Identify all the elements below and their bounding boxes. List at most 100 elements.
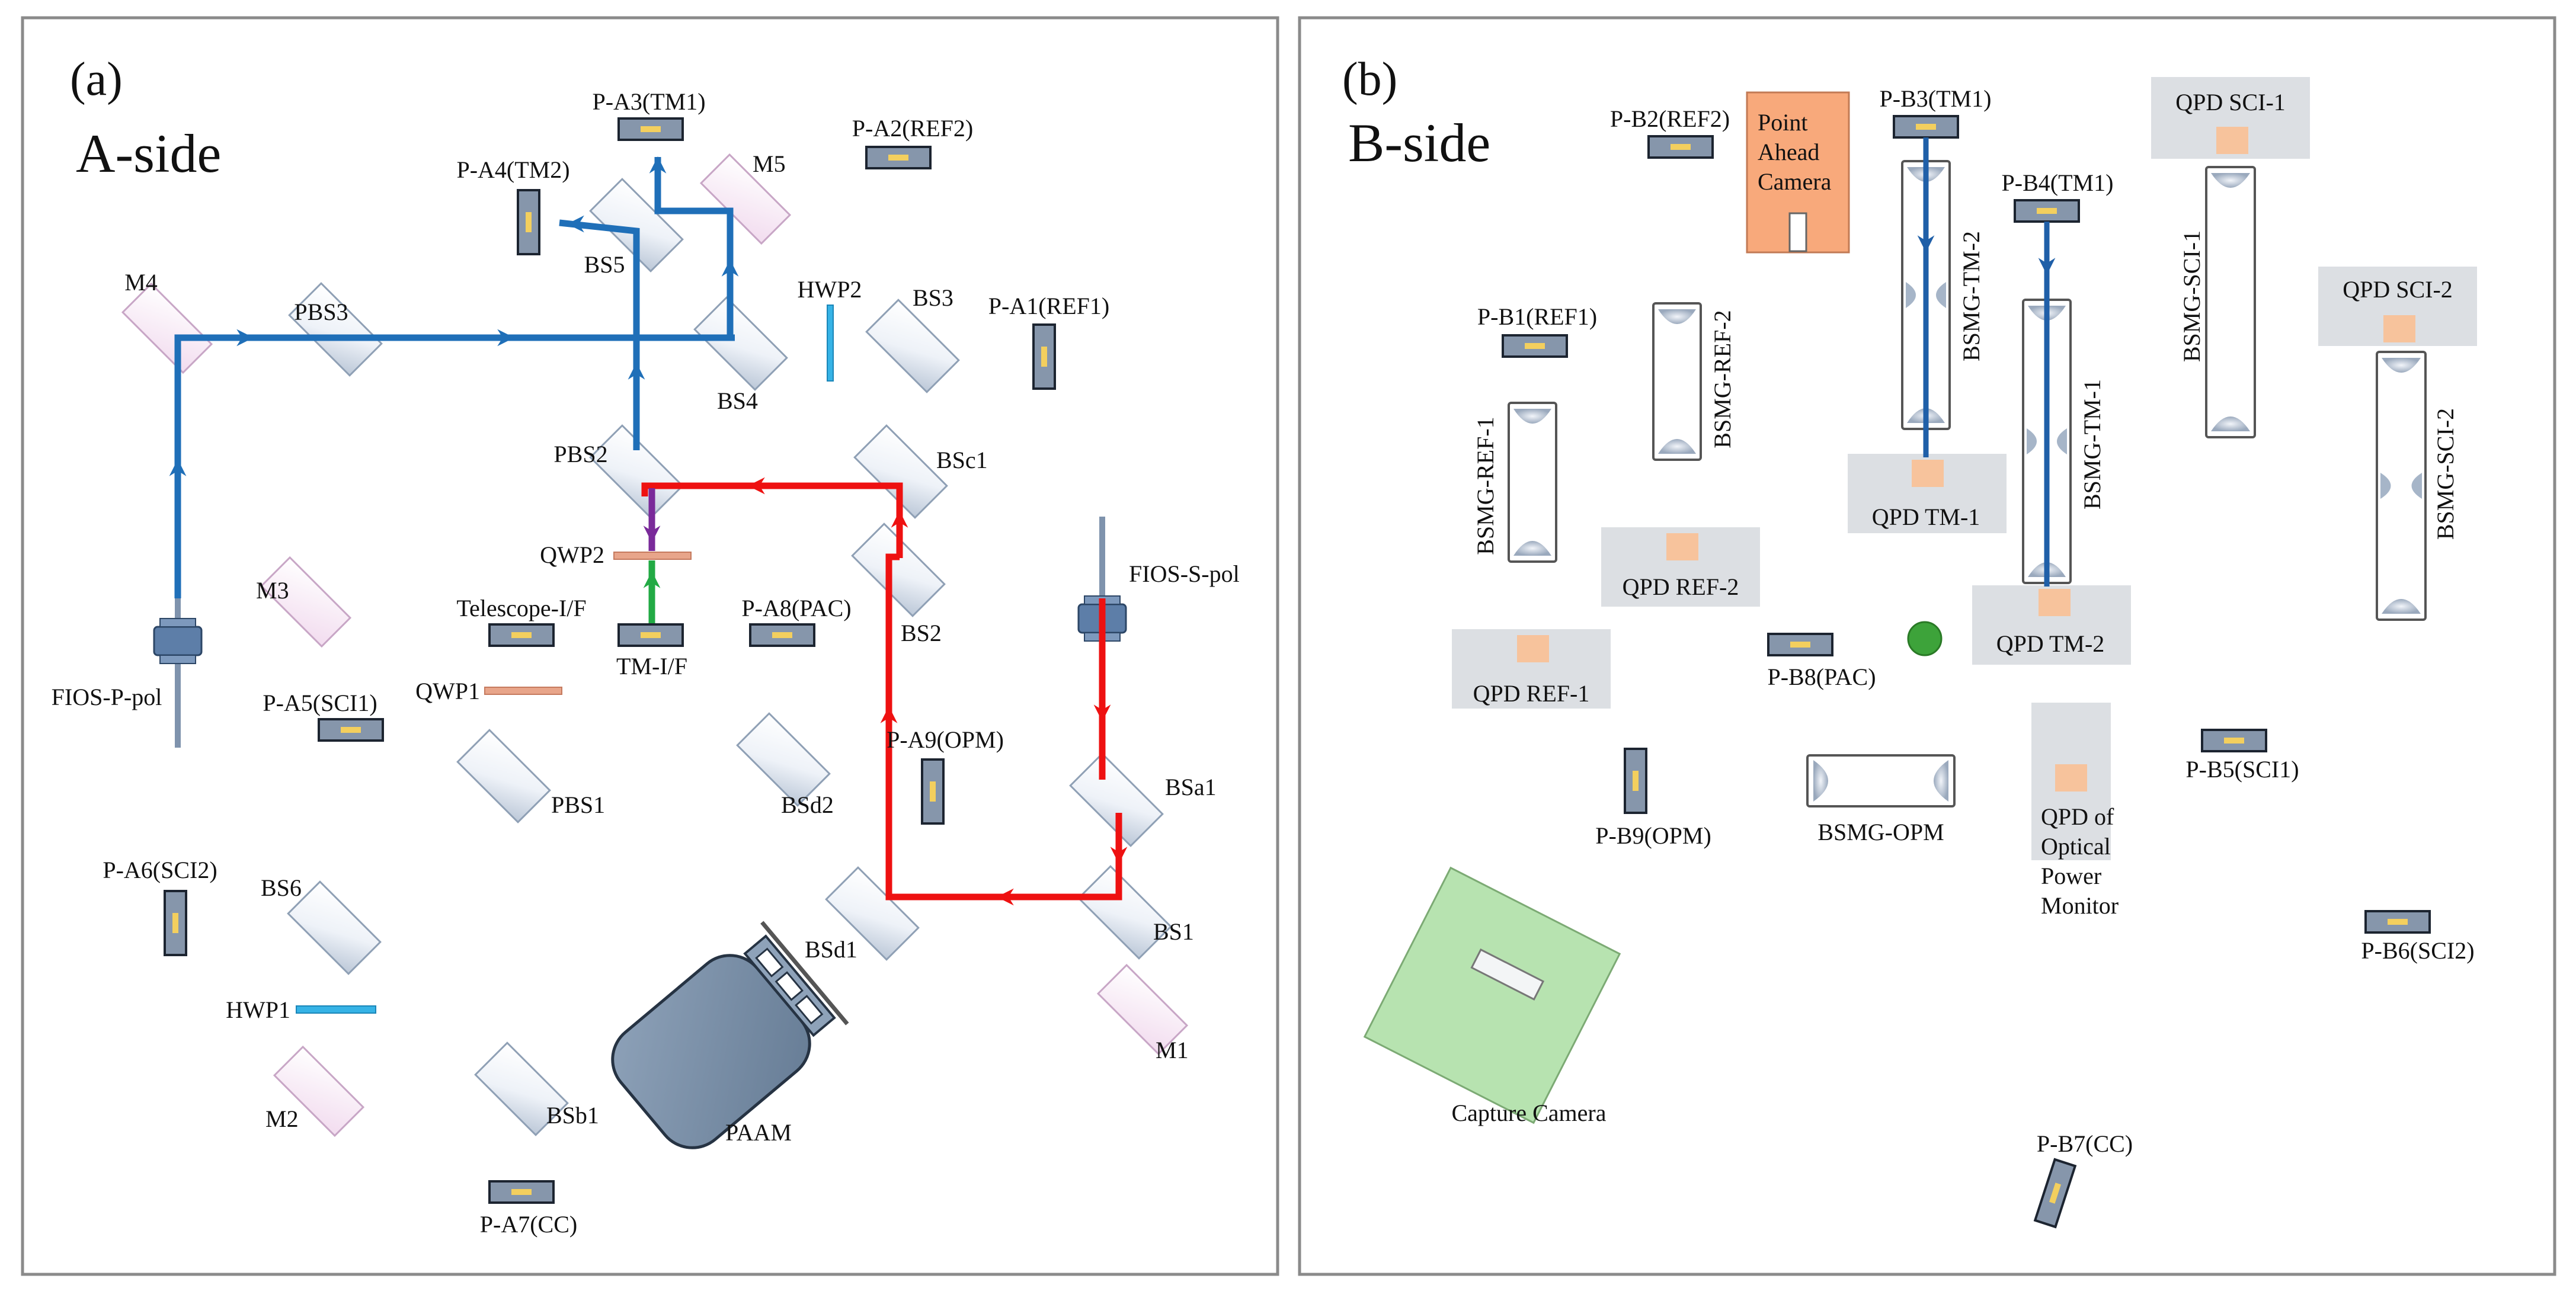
- beamsplitter-bsa1-glass: [1069, 752, 1164, 847]
- photodiode-label-p-b2-ref2: P-B2(REF2): [1610, 105, 1730, 132]
- beam-blue-to-tm2: [559, 219, 640, 450]
- photodiode-p-a9-opm-slot: [930, 781, 936, 802]
- pa-camera-line-1: Point: [1758, 109, 1807, 136]
- beamsplitter-label-pbs2: PBS2: [553, 441, 607, 467]
- photodiode-p-b5-sci1-slot: [2224, 738, 2244, 744]
- photodiode-p-a4-tm2-slot: [526, 212, 532, 232]
- qpd-qpd-ref-1-sensor: [1517, 635, 1549, 662]
- beamsplitter-bs4: [693, 296, 788, 391]
- qpd-label-qpd-ref-1: QPD REF-1: [1473, 680, 1590, 707]
- beamsplitter-bsb1: [474, 1042, 569, 1136]
- arrow-b-tm1: [2038, 258, 2056, 275]
- mirror-m1: [1096, 963, 1189, 1056]
- bsmg-bsmg-ref-2: [1652, 302, 1702, 461]
- photodiode-p-b1-ref1: [1502, 334, 1568, 358]
- photodiode-p-b3-tm1: [1893, 115, 1959, 139]
- bsmg-bsmg-sci-2-waist-l: [2380, 473, 2391, 499]
- bsmg-bsmg-sci-1: [2205, 166, 2256, 438]
- photodiode-p-a5-sci1: [318, 718, 384, 742]
- fiber-p-pol-cap-bot: [159, 655, 196, 664]
- capture-camera-port: [1470, 948, 1545, 1001]
- photodiode-p-b7-cc: [2033, 1158, 2077, 1229]
- beamsplitter-label-bs2: BS2: [901, 620, 942, 646]
- waveplate-qwp1: [484, 687, 562, 695]
- bsmg-opm-lens-r: [1934, 760, 1948, 802]
- mirror-m3: [260, 556, 352, 648]
- photodiode-p-a3-tm1: [617, 117, 684, 141]
- photodiode-p-a9-opm: [921, 758, 945, 825]
- photodiode-label-p-a2-ref2: P-A2(REF2): [852, 115, 973, 142]
- photodiode-p-a6-sci2-slot: [172, 913, 178, 933]
- beamsplitter-bsa1: [1069, 752, 1164, 847]
- bsmg-bsmg-ref-1-tube: [1508, 402, 1557, 563]
- qpd-qpd-sci-1: [2151, 77, 2310, 159]
- beamsplitter-bsb1-glass: [474, 1042, 569, 1136]
- panel-a-labels: P-A3(TM1)P-A2(REF2)P-A4(TM2)P-A1(REF1)P-…: [52, 88, 1240, 1238]
- qpd-qpd-sci-1-sensor: [2216, 127, 2248, 154]
- fiber-s-label: FIOS-S-pol: [1129, 560, 1240, 587]
- photodiode-p-a7-cc: [488, 1180, 555, 1204]
- photodiode-p-a7-cc-slot: [511, 1189, 532, 1195]
- arrow-red-bottom: [997, 888, 1014, 906]
- beamsplitter-label-bsd1: BSd1: [805, 936, 857, 963]
- qpd-qpd-ref-2: [1601, 527, 1760, 607]
- bsmg-bsmg-tm-1-waist-l: [2027, 428, 2037, 454]
- qpd-qpd-tm-2-sensor: [2039, 589, 2071, 616]
- arrow-blue-pbs3: [497, 329, 514, 347]
- photodiode-p-b2-ref2: [1647, 135, 1714, 159]
- bsmg-label-bsmg-ref-1: BSMG-REF-1: [1472, 416, 1499, 555]
- beamsplitter-bs4-glass: [693, 296, 788, 391]
- arrow-green: [643, 571, 661, 588]
- beamsplitter-pbs3-glass: [288, 282, 383, 377]
- beamsplitter-pbs3: [288, 282, 383, 377]
- waveplate-label-qwp1: QWP1: [415, 678, 480, 704]
- bsmg-bsmg-sci-2: [2376, 351, 2427, 621]
- photodiode-label-p-b3-tm1: P-B3(TM1): [1880, 85, 1992, 112]
- photodiode-p-b9-opm: [1624, 748, 1647, 814]
- beamsplitter-label-bsc1: BSc1: [936, 447, 988, 473]
- photodiode-tm-i-f: [617, 623, 684, 647]
- beamsplitter-bsd2-glass: [736, 712, 831, 807]
- panel-a-beams: [169, 156, 1128, 906]
- panel-a-components: [121, 117, 1189, 1204]
- arrow-blue-pbs2: [628, 363, 645, 380]
- arrow-blue-bs4: [721, 259, 739, 277]
- photodiode-p-a1-ref1-slot: [1041, 347, 1047, 367]
- photodiode-p-b8-pac: [1767, 633, 1833, 656]
- beamsplitter-bs6: [287, 880, 382, 975]
- beamsplitter-bsd2: [736, 712, 831, 807]
- bsmg-label-opm: BSMG-OPM: [1817, 819, 1944, 845]
- qpd-qpd-ref-1: [1452, 629, 1611, 709]
- waveplate-label-qwp2: QWP2: [540, 541, 604, 568]
- photodiode-label-p-a6-sci2: P-A6(SCI2): [103, 857, 217, 883]
- photodiode-p-a5-sci1-slot: [341, 727, 361, 733]
- arrow-red-bs1: [1110, 847, 1128, 864]
- bsmg-bsmg-tm-1-waist-r: [2057, 428, 2067, 454]
- photodiode-label-p-a7-cc: P-A7(CC): [480, 1211, 577, 1238]
- arrow-purple: [643, 525, 661, 543]
- bsmg-bsmg-sci-2-lens-top: [2382, 358, 2421, 373]
- photodiode-p-b9-opm-slot: [1633, 771, 1639, 791]
- beamsplitter-bs1: [1077, 865, 1172, 960]
- mirror-m4: [121, 282, 213, 374]
- waveplate-label-hwp1: HWP1: [226, 996, 290, 1023]
- arrow-blue-m4: [236, 329, 254, 347]
- waveplate-hwp2: [827, 305, 834, 382]
- mirror-label-m5: M5: [753, 150, 786, 177]
- paam-label: PAAM: [725, 1119, 792, 1146]
- photodiode-label-p-b5-sci1: P-B5(SCI1): [2185, 756, 2299, 783]
- capture-camera-body: [1363, 866, 1621, 1124]
- opm-qpd-line-4: Monitor: [2041, 892, 2119, 919]
- bsmg-bsmg-sci-1-lens-top: [2211, 173, 2250, 188]
- arrow-blue-fiber: [169, 459, 187, 476]
- qpd-qpd-tm-2: [1972, 585, 2131, 665]
- beamsplitter-bs6-glass: [287, 880, 382, 975]
- paam-port-1: [755, 947, 784, 978]
- bsmg-label-bsmg-sci-1: BSMG-SCI-1: [2178, 230, 2205, 362]
- bsmg-bsmg-ref-1-lens-bot: [1513, 541, 1551, 556]
- arrow-blue-tm2: [567, 215, 584, 233]
- beamsplitter-bs1-glass: [1077, 865, 1172, 960]
- photodiode-label-p-b9-opm: P-B9(OPM): [1595, 822, 1711, 849]
- photodiode-p-b4-tm1-slot: [2037, 208, 2057, 214]
- fiber-p-pol-cap-top: [159, 618, 196, 627]
